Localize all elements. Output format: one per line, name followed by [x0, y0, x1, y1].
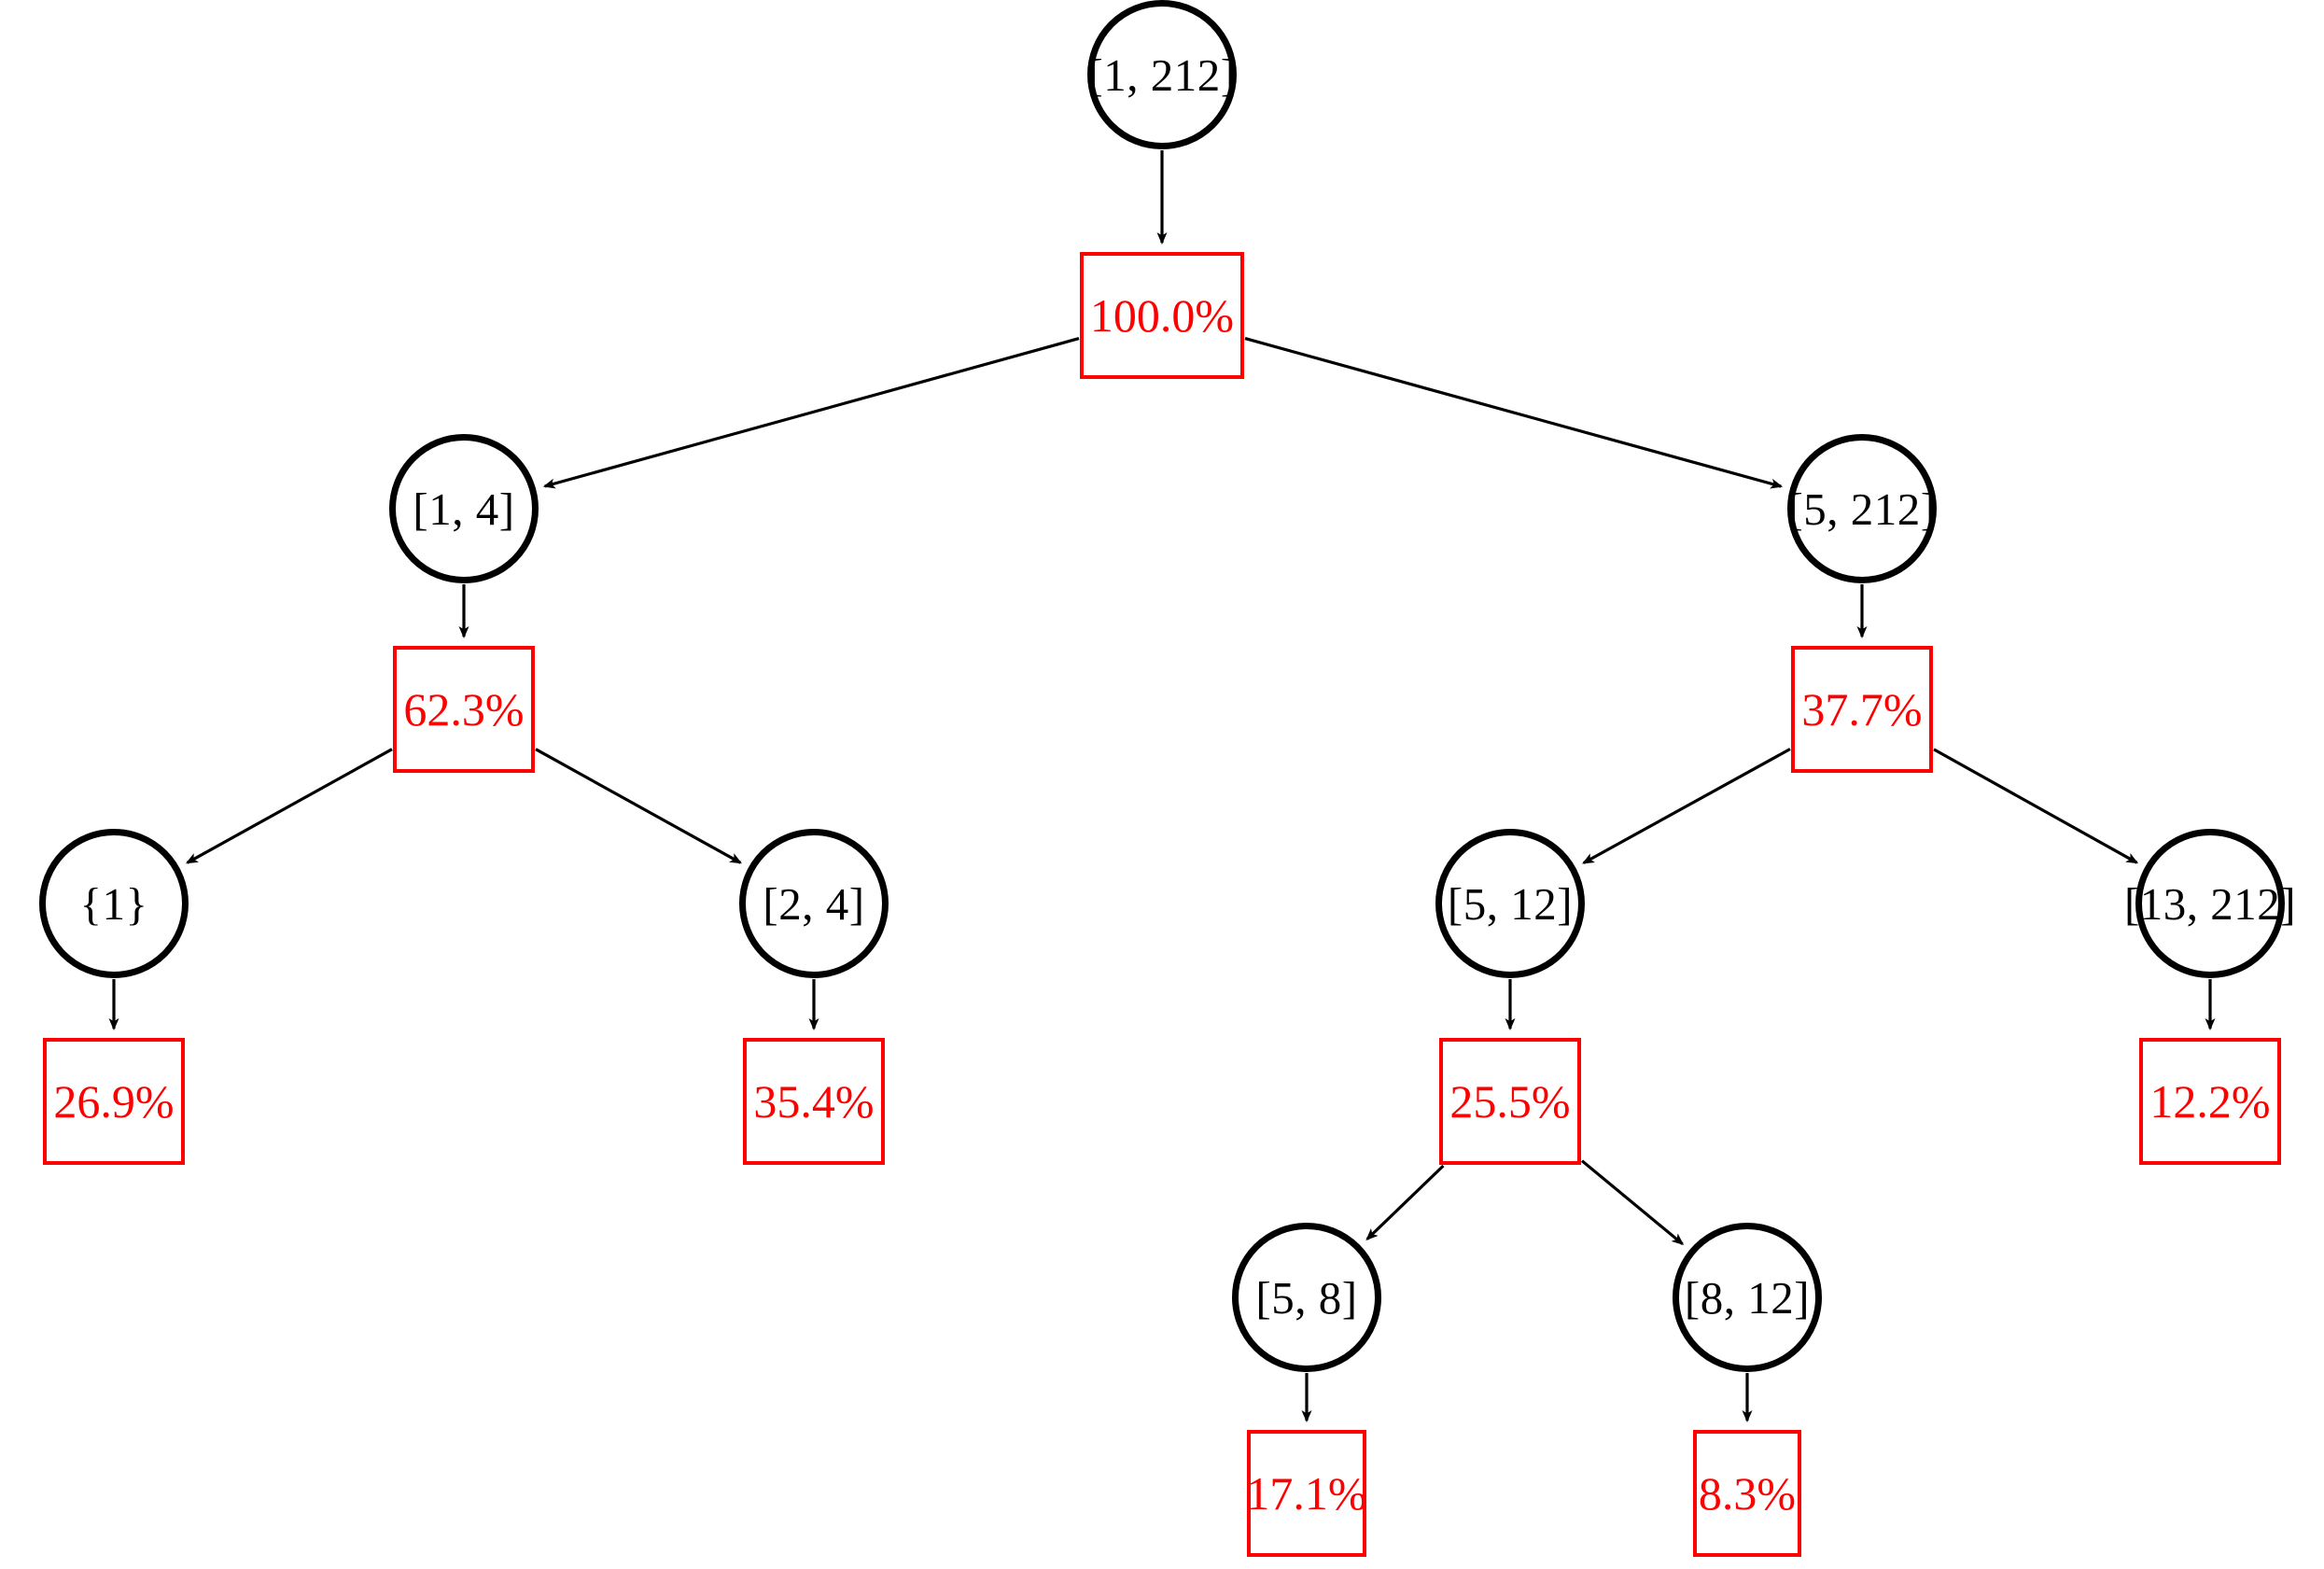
tree-node-n8[interactable]: [8, 12]	[1673, 1223, 1822, 1372]
edge-p5-to-n7	[1365, 1164, 1445, 1240]
percent-box-p2[interactable]: 37.7%	[1791, 646, 1933, 773]
tree-node-label: [1, 4]	[413, 483, 515, 535]
percent-label: 100.0%	[1089, 289, 1235, 342]
tree-node-label: [8, 12]	[1684, 1271, 1811, 1324]
edge-p0-to-n2	[1244, 337, 1784, 489]
tree-node-n0[interactable]: [1, 212]	[1087, 0, 1237, 149]
tree-node-n6[interactable]: [13, 212]	[2124, 829, 2296, 978]
percent-label: 37.7%	[1801, 683, 1923, 735]
tree-node-label: [5, 8]	[1255, 1271, 1358, 1324]
edge-p1-to-n3	[185, 748, 393, 864]
tree-node-n7[interactable]: [5, 8]	[1232, 1223, 1381, 1372]
edge-p1-to-n4	[535, 748, 743, 864]
tree-node-n4[interactable]: [2, 4]	[739, 829, 889, 978]
tree-node-label: [5, 212]	[1787, 483, 1937, 535]
tree-node-label: [5, 12]	[1447, 877, 1574, 930]
tree-node-n2[interactable]: [5, 212]	[1787, 434, 1937, 583]
tree-node-n3[interactable]: {1}	[39, 829, 189, 978]
tree-node-n5[interactable]: [5, 12]	[1435, 829, 1585, 978]
percent-box-p8[interactable]: 8.3%	[1693, 1430, 1801, 1557]
percent-label: 25.5%	[1449, 1075, 1571, 1128]
percent-label: 62.3%	[403, 683, 525, 735]
edge-p2-to-n5	[1582, 748, 1791, 864]
percent-box-p5[interactable]: 25.5%	[1439, 1038, 1581, 1165]
percent-label: 17.1%	[1246, 1467, 1367, 1520]
percent-label: 35.4%	[753, 1075, 875, 1128]
tree-node-label: [13, 212]	[2123, 877, 2297, 930]
tree-node-n1[interactable]: [1, 4]	[389, 434, 539, 583]
tree-node-label: {1}	[79, 877, 148, 930]
tree-node-label: [1, 212]	[1087, 49, 1237, 101]
edge-p2-to-n6	[1933, 748, 2139, 864]
percent-box-p3[interactable]: 26.9%	[43, 1038, 185, 1165]
percent-box-p0[interactable]: 100.0%	[1080, 252, 1244, 379]
percent-label: 8.3%	[1698, 1467, 1797, 1520]
edge-p5-to-n8	[1580, 1159, 1685, 1245]
percent-label: 12.2%	[2149, 1075, 2271, 1128]
percent-box-p7[interactable]: 17.1%	[1246, 1430, 1367, 1557]
percent-label: 26.9%	[53, 1075, 175, 1128]
tree-node-label: [2, 4]	[763, 877, 865, 930]
edge-p0-to-n1	[542, 337, 1080, 489]
percent-box-p1[interactable]: 62.3%	[393, 646, 535, 773]
percent-box-p4[interactable]: 35.4%	[743, 1038, 885, 1165]
percent-box-p6[interactable]: 12.2%	[2139, 1038, 2281, 1165]
